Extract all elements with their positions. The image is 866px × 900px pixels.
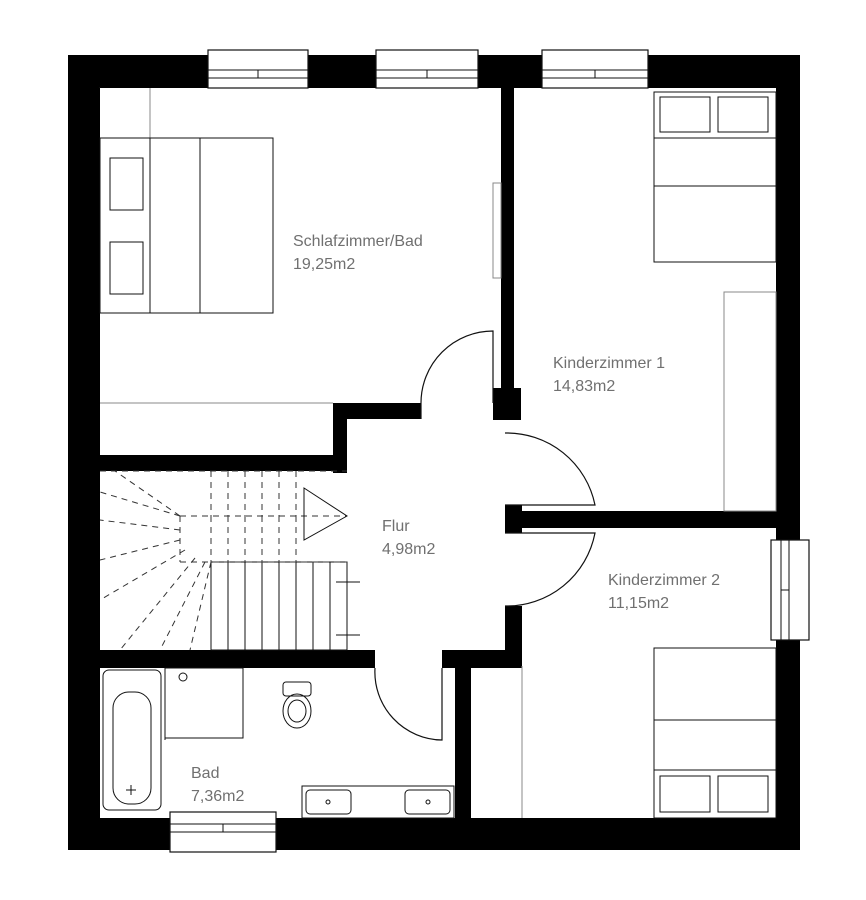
wardrobe-kinderzimmer-1: [723, 291, 777, 512]
room-labels: Schlafzimmer/Bad 19,25m2 Kinderzimmer 1 …: [191, 233, 720, 805]
washbasin-counter: [301, 785, 455, 819]
wall-sz-bottom-right: [333, 403, 421, 419]
toilet: [282, 681, 312, 729]
bad-furniture: [102, 667, 455, 819]
window-top-2: [375, 49, 479, 89]
schlafzimmer-furniture: [99, 88, 502, 404]
wall-bad-right: [455, 650, 471, 818]
window-right: [770, 539, 810, 641]
bathtub: [102, 669, 162, 811]
kinderzimmer-2-furniture: [521, 647, 777, 819]
staircase: [99, 470, 360, 651]
door-bad: [374, 667, 443, 741]
wall-stairs-bad: [100, 650, 375, 668]
windows: [169, 49, 810, 853]
room-area-bad: 7,36m2: [191, 788, 244, 805]
kinderzimmer-1-furniture: [653, 91, 777, 512]
door-kinderzimmer-1: [504, 432, 596, 506]
bed-kinderzimmer-2: [653, 647, 777, 819]
wall-sz-k1-pier: [493, 388, 521, 420]
double-bed: [99, 137, 274, 314]
wall-stairs-top: [100, 455, 347, 471]
door-kinderzimmer-2: [504, 532, 596, 607]
room-name-schlafzimmer: Schlafzimmer/Bad: [293, 233, 423, 250]
window-top-3: [541, 49, 649, 89]
bed-kinderzimmer-1: [653, 91, 777, 263]
room-name-kinderzimmer-2: Kinderzimmer 2: [608, 572, 720, 589]
room-area-flur: 4,98m2: [382, 541, 435, 558]
room-name-bad: Bad: [191, 765, 219, 782]
window-bottom: [169, 811, 277, 853]
room-name-flur: Flur: [382, 518, 410, 535]
shower-tray: [164, 667, 244, 739]
outer-walls: [68, 55, 800, 850]
room-area-kinderzimmer-1: 14,83m2: [553, 378, 615, 395]
stairs-direction-arrow-icon: [303, 487, 348, 541]
window-top-1: [207, 49, 309, 89]
wall-sz-k1-upper: [501, 88, 514, 388]
room-area-schlafzimmer: 19,25m2: [293, 256, 355, 273]
sz-radiator: [492, 182, 502, 279]
wall-k1-k2: [505, 511, 776, 528]
wall-bad-flur: [442, 650, 522, 668]
doors: [374, 330, 596, 741]
inner-walls: [100, 88, 776, 818]
door-schlafzimmer: [420, 330, 494, 419]
wall-k1-k2-pier: [505, 505, 522, 533]
room-name-kinderzimmer-1: Kinderzimmer 1: [553, 355, 665, 372]
room-area-kinderzimmer-2: 11,15m2: [608, 595, 669, 612]
shower-drain-icon: [178, 672, 188, 682]
